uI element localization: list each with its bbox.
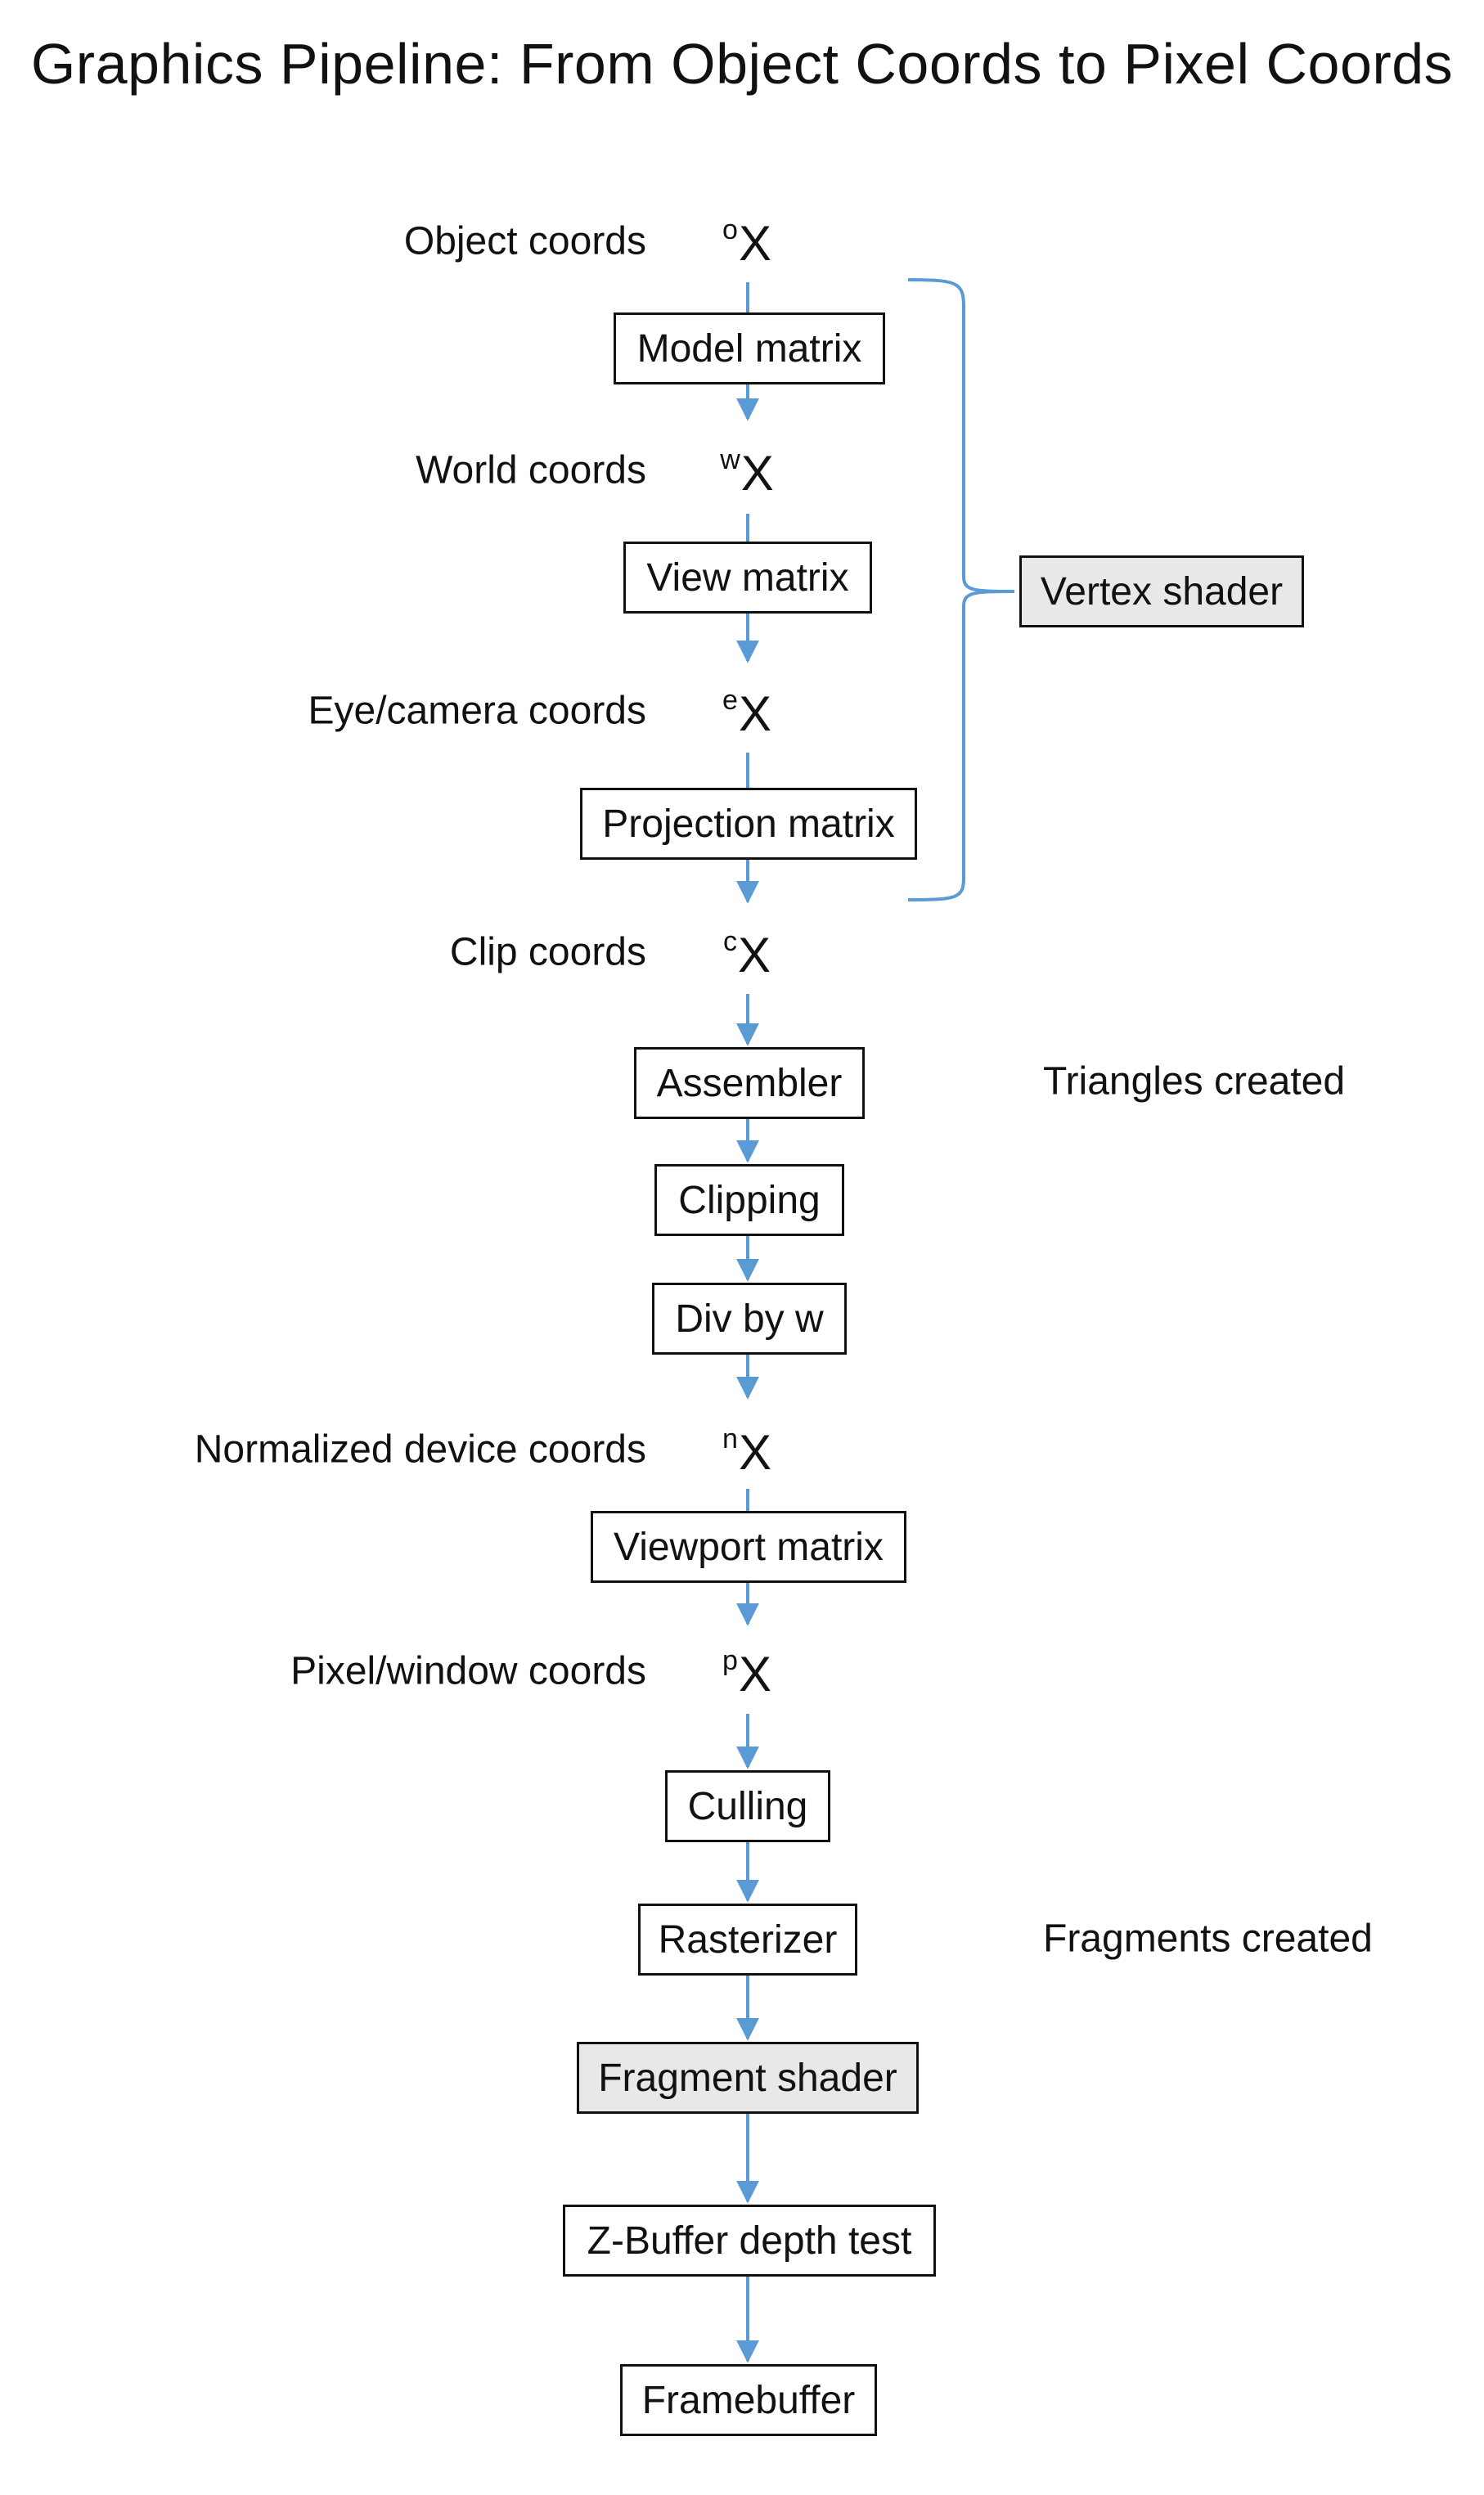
stage-fragment-shader: Fragment shader — [577, 2042, 919, 2114]
stage-rasterizer: Rasterizer — [638, 1904, 857, 1976]
coord-label-world: World coords — [416, 448, 646, 492]
coord-symbol-ndc: nX — [722, 1423, 771, 1480]
stage-viewport-matrix: Viewport matrix — [591, 1511, 906, 1583]
stage-div-by-w: Div by w — [652, 1283, 847, 1355]
vertex-shader-box: Vertex shader — [1019, 555, 1304, 627]
coord-label-eye: Eye/camera coords — [308, 689, 646, 733]
stage-view-matrix: View matrix — [623, 542, 872, 614]
note-triangles-created: Triangles created — [1043, 1059, 1346, 1104]
stage-model-matrix: Model matrix — [614, 312, 885, 384]
coord-symbol-pixel: pX — [722, 1645, 771, 1702]
coord-label-object: Object coords — [403, 219, 646, 263]
coord-symbol-object: oX — [722, 214, 771, 271]
note-fragments-created: Fragments created — [1043, 1917, 1373, 1961]
stage-clipping: Clipping — [654, 1164, 844, 1236]
diagram-title: Graphics Pipeline: From Object Coords to… — [30, 32, 1454, 96]
coord-label-ndc: Normalized device coords — [194, 1427, 646, 1472]
stage-z-buffer-depth-test: Z-Buffer depth test — [563, 2205, 936, 2277]
coord-label-pixel: Pixel/window coords — [290, 1649, 646, 1693]
coord-label-clip: Clip coords — [449, 930, 646, 974]
coord-symbol-clip: cX — [722, 926, 771, 982]
stage-projection-matrix: Projection matrix — [580, 788, 917, 860]
coord-symbol-world: wX — [720, 444, 774, 501]
stage-assembler: Assembler — [634, 1047, 865, 1119]
stage-framebuffer: Framebuffer — [620, 2364, 877, 2436]
stage-culling: Culling — [665, 1770, 830, 1842]
vertex-shader-brace — [907, 278, 1015, 901]
coord-symbol-eye: eX — [722, 685, 771, 741]
